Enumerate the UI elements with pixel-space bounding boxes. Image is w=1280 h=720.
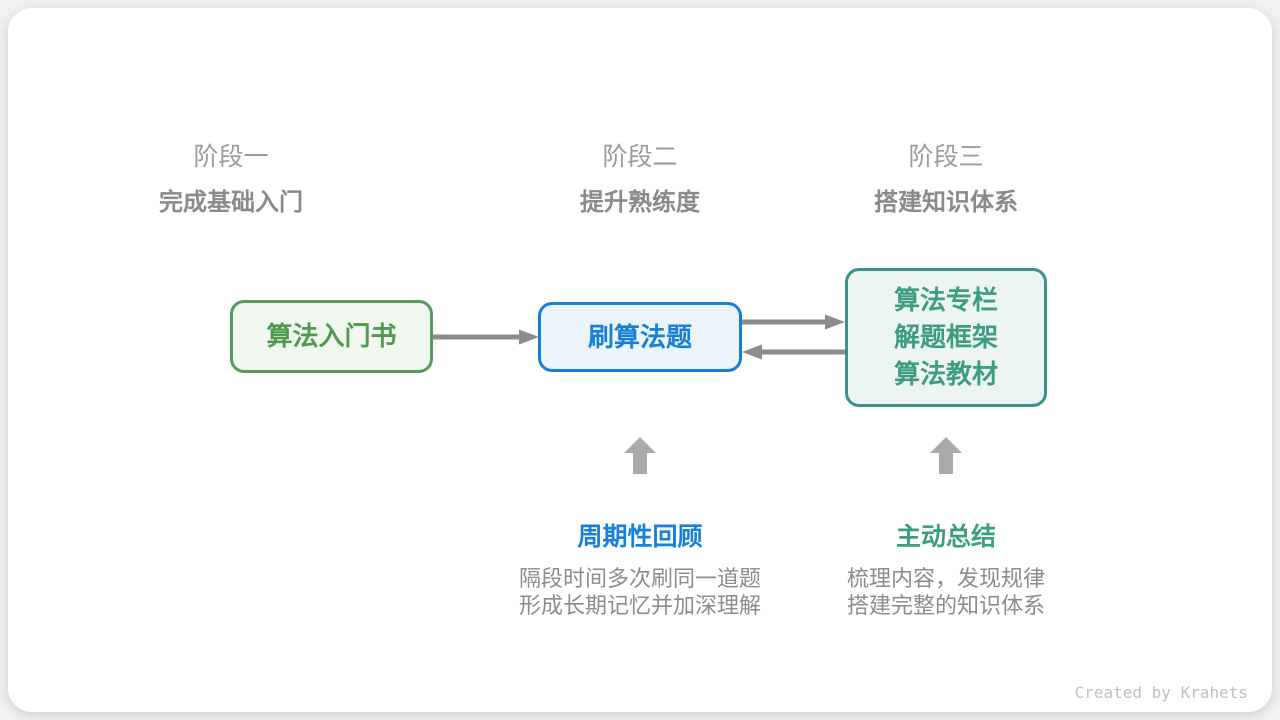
block-arrow-up-icon-review (624, 437, 656, 474)
flow-box-intro-book-label: 算法入门书 (266, 321, 397, 351)
note-desc-summary-line-1: 梳理内容，发现规律 (846, 566, 1045, 591)
flow-box-knowledge: 算法专栏 解题框架 算法教材 (845, 268, 1047, 407)
stage-subtitle-2: 提升熟练度 (580, 189, 700, 216)
stage-label-3: 阶段三 (908, 143, 984, 171)
block-arrow-up-icon-summary (930, 437, 962, 474)
arrow-left-icon-knowledge-to-practice (742, 344, 845, 360)
stage-label-1: 阶段一 (193, 143, 269, 171)
note-desc-review-line-2: 形成长期记忆并加深理解 (518, 593, 761, 618)
flow-box-knowledge-line-1: 算法专栏 (893, 285, 998, 315)
credit-text: Created by Krahets (1074, 683, 1248, 702)
flow-box-knowledge-line-2: 解题框架 (893, 322, 998, 352)
flow-box-practice-label: 刷算法题 (587, 321, 692, 352)
note-title-review: 周期性回顾 (577, 523, 703, 551)
flow-box-knowledge-line-3: 算法教材 (893, 359, 998, 389)
flow-box-practice: 刷算法题 (538, 302, 742, 372)
note-desc-summary: 梳理内容，发现规律 搭建完整的知识体系 (786, 565, 1106, 619)
note-desc-summary-line-2: 搭建完整的知识体系 (846, 593, 1045, 618)
flow-box-intro-book: 算法入门书 (230, 300, 433, 373)
note-desc-review: 隔段时间多次刷同一道题 形成长期记忆并加深理解 (480, 565, 800, 619)
note-desc-review-line-1: 隔段时间多次刷同一道题 (518, 566, 761, 591)
diagram-card: 阶段一 完成基础入门 阶段二 提升熟练度 阶段三 搭建知识体系 算法入门书 刷算… (8, 8, 1272, 712)
arrow-right-icon-practice-to-knowledge (742, 314, 845, 330)
note-title-summary: 主动总结 (895, 523, 996, 551)
stage-label-2: 阶段二 (602, 143, 678, 171)
stage-subtitle-1: 完成基础入门 (159, 189, 303, 216)
stage-subtitle-3: 搭建知识体系 (874, 189, 1018, 216)
arrow-right-icon-intro-to-practice (433, 329, 539, 345)
